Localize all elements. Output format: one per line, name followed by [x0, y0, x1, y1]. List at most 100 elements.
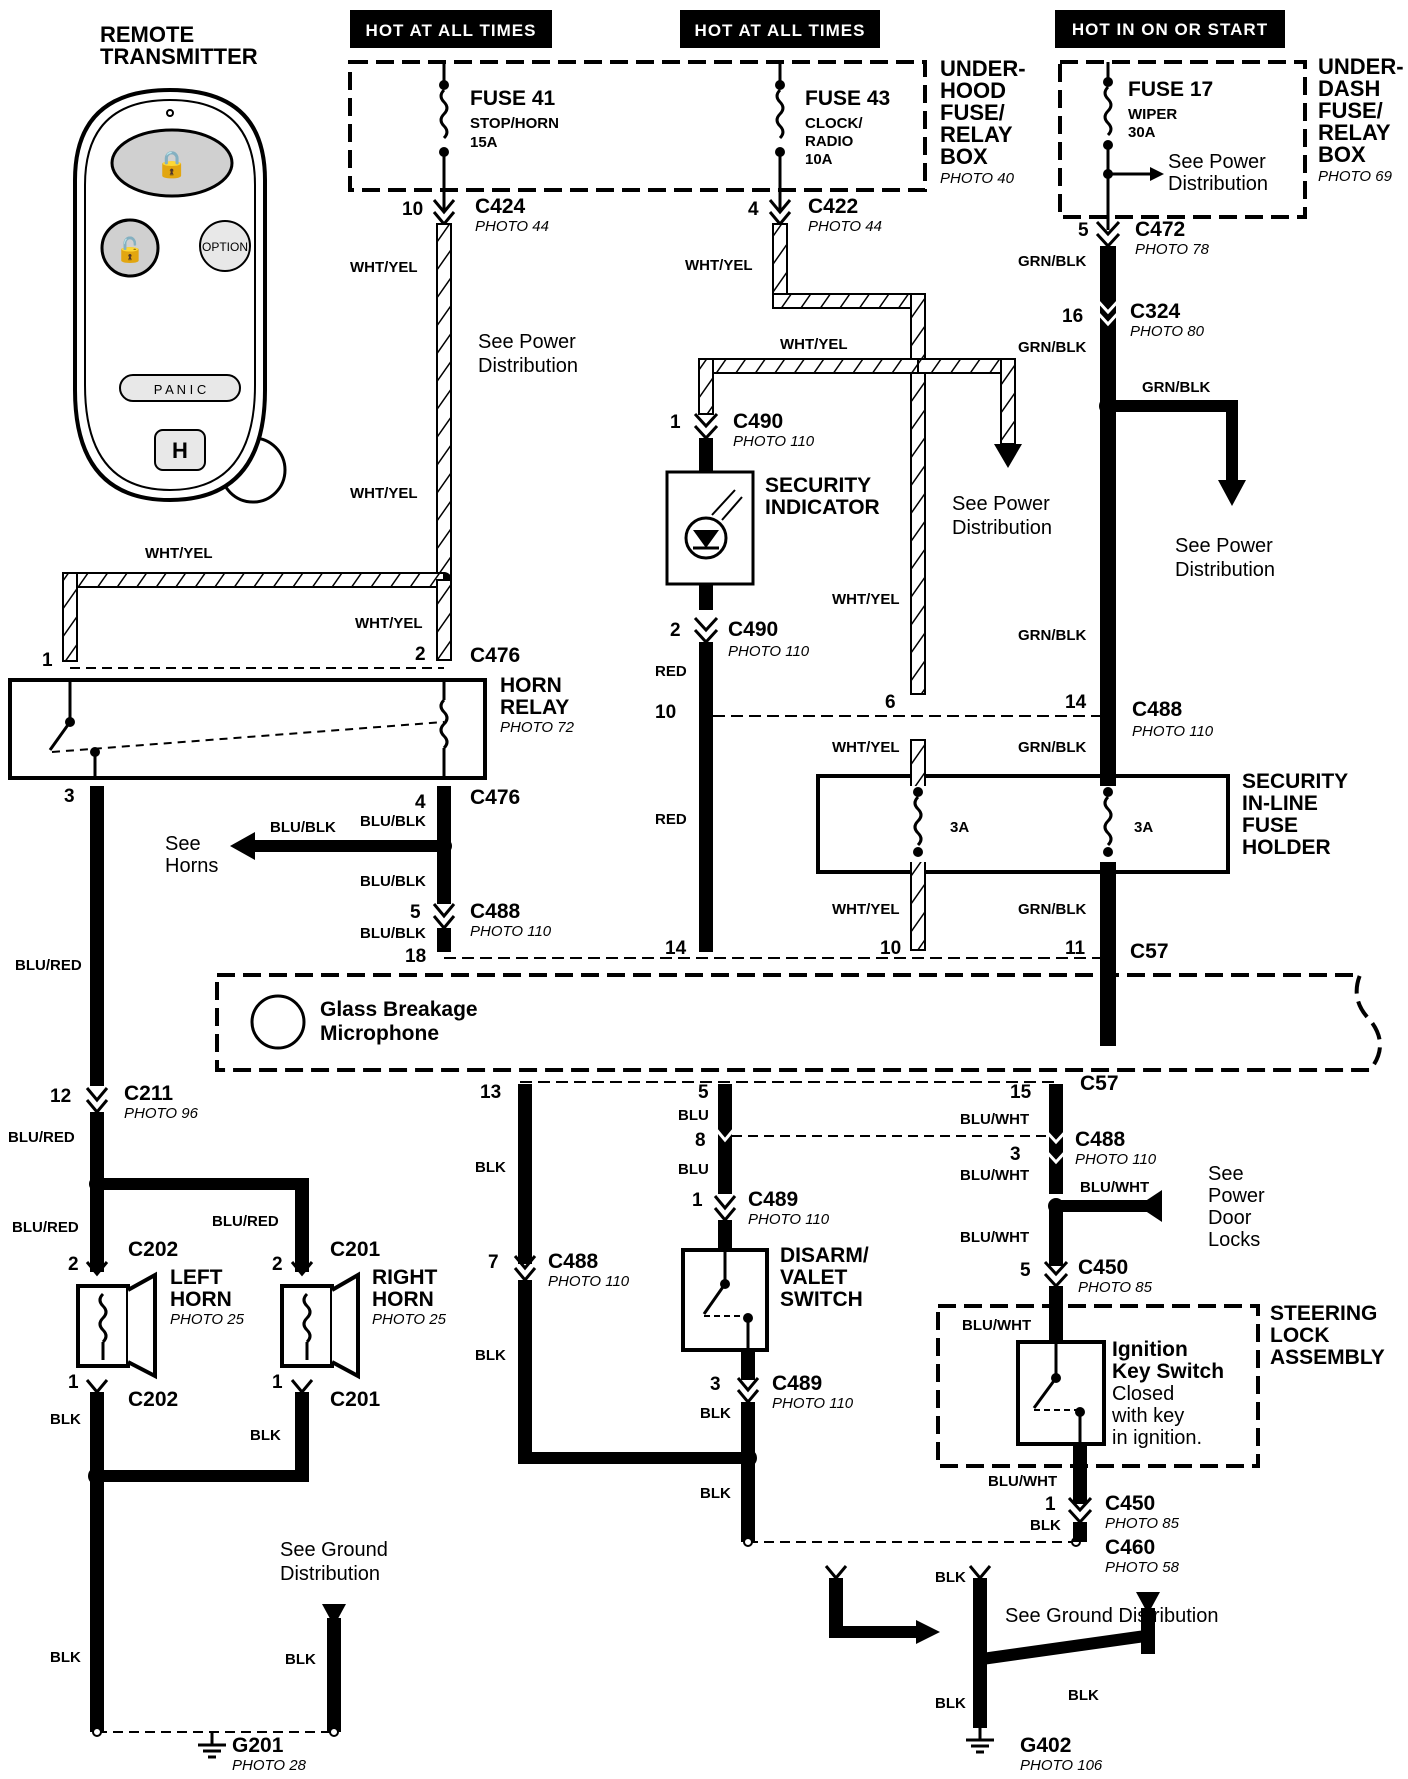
diagram-label: BLK [50, 1411, 81, 1428]
diagram-label: PHOTO 25 [372, 1311, 447, 1328]
diagram-label: See Power [1175, 535, 1273, 557]
diagram-label: 11 [1065, 938, 1086, 959]
diagram-label: BLK [50, 1649, 81, 1666]
diagram-label: RED [655, 663, 687, 680]
diagram-label: RELAY [500, 696, 569, 719]
diagram-label: PHOTO 96 [124, 1105, 199, 1122]
diagram-label: PHOTO 80 [1130, 323, 1205, 340]
diagram-label: PHOTO 85 [1105, 1515, 1180, 1532]
connector-c450-bottom: 1 C450 PHOTO 85 [1045, 1492, 1180, 1532]
diagram-label: RELAY [1318, 120, 1391, 145]
diagram-label: 7 [488, 1252, 499, 1273]
underhood-fuse-box [348, 60, 927, 192]
diagram-label: UNDER- [940, 56, 1026, 81]
diagram-label: LEFT [170, 1266, 223, 1289]
diagram-label: C476 [470, 786, 520, 809]
connector-c211: 12 C211 PHOTO 96 [50, 1082, 199, 1122]
lock-button [110, 128, 234, 198]
diagram-label: FUSE/ [1318, 98, 1383, 123]
diagram-label: GRN/BLK [1018, 339, 1086, 356]
diagram-label: INDICATOR [765, 496, 880, 519]
diagram-label: G201 [232, 1734, 284, 1757]
diagram-label: Distribution [478, 355, 578, 377]
diagram-label: RADIO [805, 133, 854, 150]
diagram-label: C201 [330, 1388, 381, 1411]
diagram-label: 10 [655, 702, 676, 723]
fuse-41: FUSE 41 STOP/HORN 15A [439, 62, 559, 210]
diagram-label: Distribution [1168, 173, 1268, 195]
unlock-button [100, 218, 160, 278]
diagram-label: FUSE [1242, 814, 1298, 837]
diagram-label: REMOTE [100, 22, 194, 47]
diagram-label: 3 [64, 786, 75, 807]
diagram-label: OPTION [202, 240, 248, 254]
diagram-label: C450 [1078, 1256, 1128, 1279]
diagram-label: See Ground Distribution [1005, 1605, 1218, 1627]
diagram-label: C202 [128, 1388, 178, 1411]
diagram-label: Glass Breakage [320, 998, 478, 1021]
diagram-label: C422 [808, 195, 858, 218]
diagram-label: DISARM/ [780, 1244, 869, 1267]
diagram-label: PHOTO 110 [728, 643, 810, 660]
diagram-label: 1 [272, 1372, 283, 1393]
connector-c489-top: 1 C489 PHOTO 110 [692, 1188, 830, 1228]
diagram-label: PHOTO 110 [733, 433, 815, 450]
diagram-label: 5 [698, 1082, 709, 1103]
header-hot-in-on-or-start: HOT IN ON OR START [1055, 10, 1285, 48]
diagram-label: BLU/BLK [360, 925, 426, 942]
diagram-label: HOT AT ALL TIMES [366, 21, 537, 40]
diagram-label: BLK [935, 1569, 966, 1586]
diagram-label: STEERING [1270, 1302, 1377, 1325]
diagram-label: C424 [475, 195, 526, 218]
underhood-label: UNDER- HOOD FUSE/ RELAY BOX PHOTO 40 [940, 56, 1026, 187]
diagram-label: WHT/YEL [350, 485, 418, 502]
diagram-label: C488 [470, 900, 521, 923]
diagram-label: PHOTO 40 [940, 170, 1015, 187]
microphone-icon [250, 994, 306, 1050]
diagram-label: DASH [1318, 76, 1380, 101]
diagram-label: RED [655, 811, 687, 828]
diagram-label: 5 [1020, 1260, 1031, 1281]
connector-c422: 4 C422 PHOTO 44 [748, 195, 882, 235]
diagram-label: FUSE 43 [805, 87, 890, 110]
diagram-label: BLK [1030, 1517, 1061, 1534]
diagram-label: RELAY [940, 122, 1013, 147]
diagram-label: SWITCH [780, 1288, 863, 1311]
diagram-label: BLU/WHT [988, 1473, 1057, 1490]
diagram-label: 2 [415, 644, 426, 665]
diagram-label: 13 [480, 1082, 501, 1103]
disarm-valet-switch: DISARM/ VALET SWITCH [681, 1244, 869, 1352]
diagram-label: PHOTO 25 [170, 1311, 245, 1328]
diagram-label: Microphone [320, 1022, 439, 1045]
diagram-label: CLOCK/ [805, 115, 863, 132]
diagram-label: BLU/WHT [960, 1167, 1029, 1184]
diagram-label: FUSE 17 [1128, 78, 1213, 101]
diagram-label: 10A [805, 151, 833, 168]
diagram-label: 4 [415, 792, 426, 813]
ground-g402: G402 PHOTO 106 [966, 1728, 1103, 1774]
diagram-label: BLK [475, 1159, 506, 1176]
diagram-label: WHT/YEL [355, 615, 423, 632]
diagram-label: 5 [1078, 220, 1089, 241]
diagram-label: C488 [1075, 1128, 1126, 1151]
diagram-label: HOT AT ALL TIMES [695, 21, 866, 40]
diagram-label: PHOTO 72 [500, 719, 575, 736]
connector-c450-top: 5 C450 PHOTO 85 [1020, 1256, 1153, 1296]
fuse-43: FUSE 43 CLOCK/ RADIO 10A [775, 62, 890, 210]
diagram-label: C490 [733, 410, 783, 433]
diagram-label: BLK [935, 1695, 966, 1712]
diagram-label: HOLDER [1242, 836, 1331, 859]
diagram-label: in ignition. [1112, 1427, 1202, 1449]
diagram-label: 2 [68, 1254, 79, 1275]
connector-c460: C460 PHOTO 58 [1105, 1536, 1180, 1576]
diagram-label: Key Switch [1112, 1360, 1224, 1383]
diagram-label: 15 [1010, 1082, 1032, 1103]
diagram-label: 3 [1010, 1144, 1021, 1165]
diagram-label: 10 [402, 199, 423, 220]
diagram-label: 3A [950, 819, 969, 836]
connector-c490-bottom: 2 C490 PHOTO 110 [670, 616, 810, 660]
fuse-17: FUSE 17 WIPER 30A See Power Distribution [1103, 62, 1268, 230]
diagram-label: Power [1208, 1185, 1265, 1207]
diagram-label: PHOTO 110 [1075, 1151, 1157, 1168]
diagram-label: C489 [748, 1188, 798, 1211]
